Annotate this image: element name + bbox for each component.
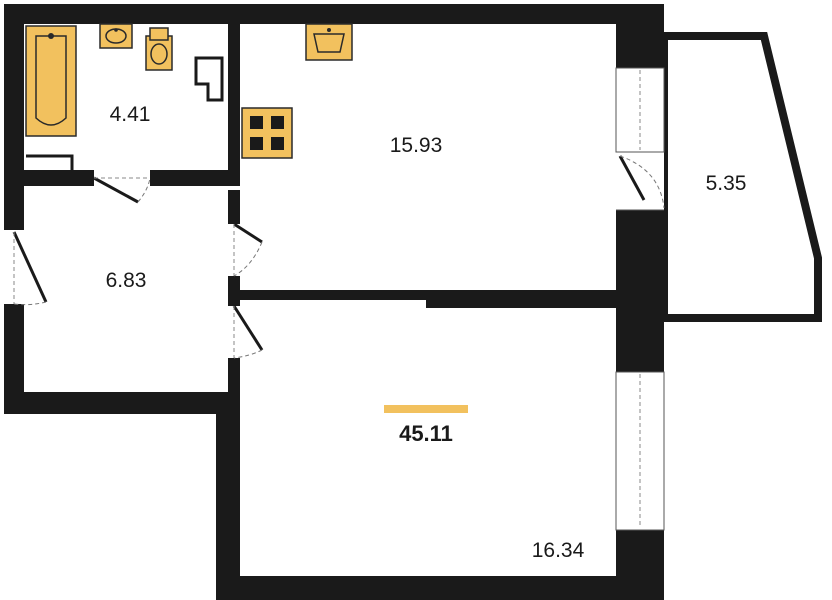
kitchen-sink-icon xyxy=(305,23,353,61)
right-wall-top xyxy=(616,4,664,68)
kitchen-area: 15.93 xyxy=(390,134,443,157)
hall-living-wall xyxy=(228,358,240,398)
bath-hall-wall-right xyxy=(150,170,240,186)
left-wall-lower xyxy=(4,304,24,414)
hall-kitchen-wall-upper xyxy=(228,190,240,224)
left-wall-upper xyxy=(4,4,24,230)
total-area-accent-bar xyxy=(384,405,468,413)
kitchen-living-wall-thick xyxy=(426,290,616,308)
total-area-marker: 45.11 xyxy=(384,405,468,446)
bath-hall-wall-left xyxy=(24,170,94,186)
hallway-area: 6.83 xyxy=(106,269,147,292)
total-area: 45.11 xyxy=(399,421,453,446)
balcony xyxy=(660,32,822,322)
top-wall xyxy=(4,4,664,24)
hall-bottom-wall xyxy=(4,392,240,414)
hall-kitchen-wall-middle xyxy=(228,276,240,306)
toilet-icon xyxy=(145,27,173,71)
doors xyxy=(12,151,665,359)
right-wall-middle xyxy=(616,210,664,372)
kitchen-door xyxy=(233,222,263,277)
washbasin-icon xyxy=(99,23,133,49)
kitchen-window xyxy=(615,67,665,153)
balcony-outline xyxy=(660,32,822,322)
interior-walls xyxy=(24,4,616,398)
ventilation-shaft xyxy=(194,56,224,102)
exterior-walls xyxy=(4,4,664,600)
right-wall-bottom xyxy=(616,530,664,600)
entrance-door xyxy=(12,231,48,306)
bath-kitchen-wall xyxy=(228,4,240,172)
bathroom-door xyxy=(93,176,151,204)
kitchen-living-wall-thin xyxy=(240,290,426,300)
bottom-wall xyxy=(216,576,664,600)
bathroom-area: 4.41 xyxy=(110,103,151,126)
stove-icon xyxy=(241,107,293,159)
bathtub-icon xyxy=(25,25,77,137)
fixtures xyxy=(25,23,353,170)
living-left-wall xyxy=(216,392,240,600)
washing-machine-niche xyxy=(26,154,74,170)
living-room-area: 16.34 xyxy=(532,539,585,562)
balcony-door xyxy=(616,151,665,211)
balcony-area: 5.35 xyxy=(706,172,747,195)
living-door xyxy=(232,305,264,359)
windows xyxy=(615,67,665,531)
